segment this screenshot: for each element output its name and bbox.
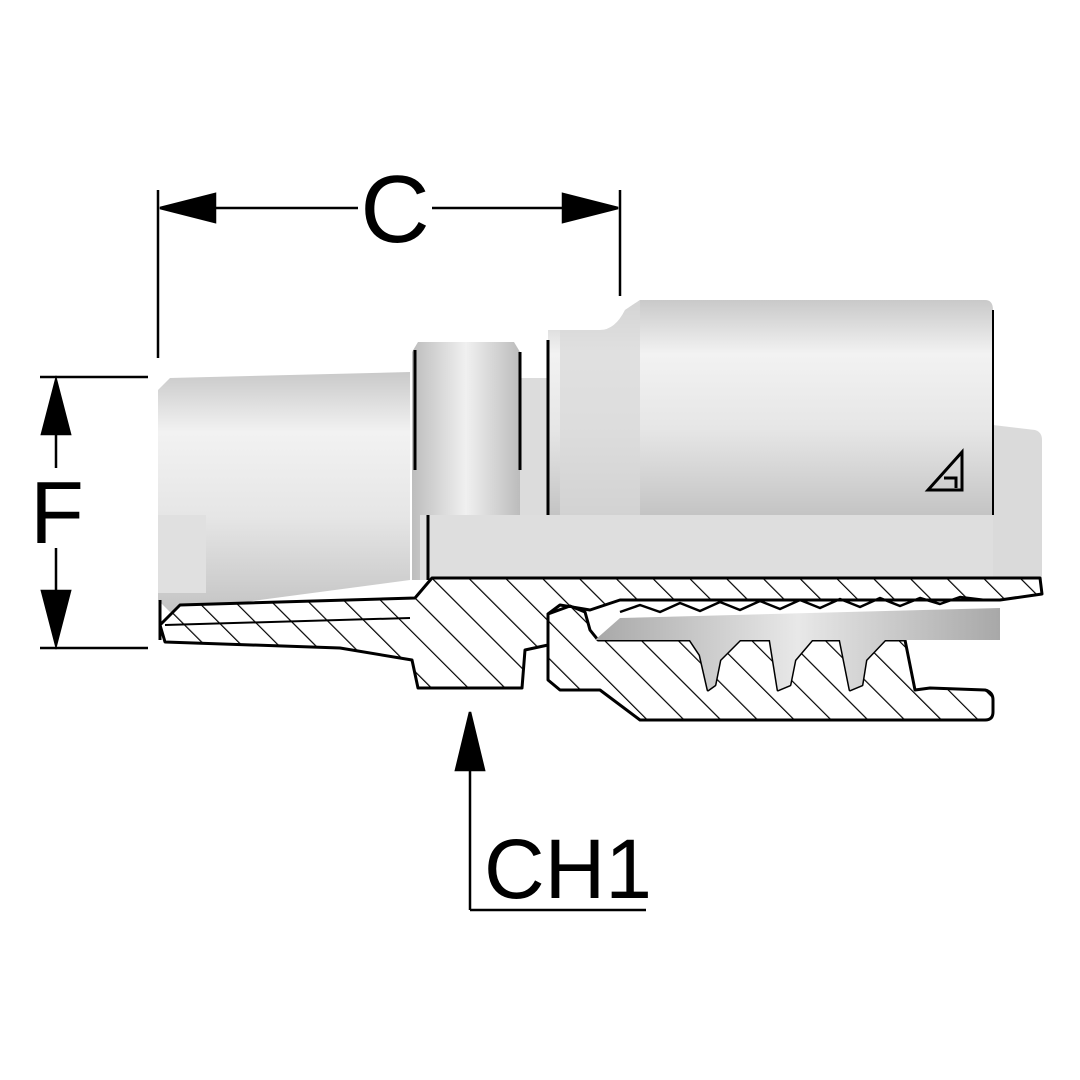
dimension-ch1-arrow [454, 711, 486, 772]
tail-ring [158, 515, 206, 593]
body-band [420, 515, 1040, 580]
ferrule-shoulder [560, 300, 640, 515]
insert-tip [993, 425, 1042, 580]
dimension-c-arrow-right [561, 192, 619, 224]
ferrule-groove-gap [595, 608, 1000, 690]
stylized-g-triangle-logo [924, 448, 964, 492]
serrated-edge [619, 595, 986, 614]
body-outline [158, 310, 994, 640]
dimension-ch1 [454, 711, 646, 912]
dimension-f-label: F [30, 463, 84, 562]
nipple-bore-line [164, 617, 411, 626]
ferrule-sleeve [548, 300, 993, 515]
dimension-f-arrow-top [40, 375, 72, 436]
male-tail [158, 372, 410, 612]
fitting-section [158, 576, 1044, 722]
dimension-ch1-label: CH1 [484, 822, 652, 916]
ferrule-section [546, 604, 995, 722]
dimension-c [156, 190, 622, 358]
dimension-c-label: C [360, 156, 429, 263]
dimension-f [40, 375, 148, 650]
dimension-f-arrow-bottom [40, 589, 72, 650]
dimension-c-arrow-left [159, 192, 217, 224]
fitting-body [158, 300, 1042, 612]
nipple-section [158, 576, 1044, 690]
